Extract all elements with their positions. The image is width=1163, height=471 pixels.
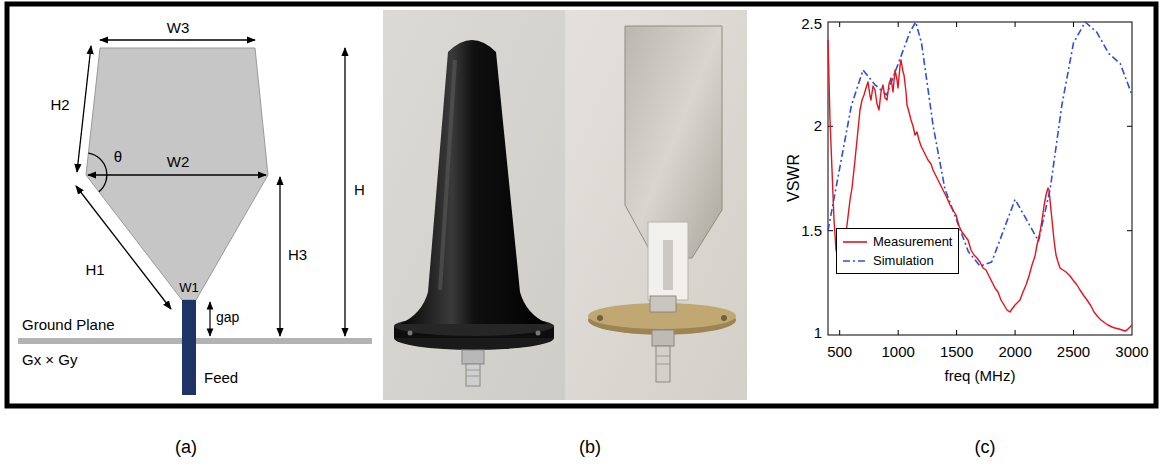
tick-label: 2 [814,118,822,135]
tick-label: 1.5 [801,222,822,239]
part-label: Feed [204,370,238,387]
dimension-label: H [354,182,365,199]
vswr-chart [828,22,1132,335]
part-label: Ground Plane [22,317,115,334]
legend-sample [841,255,869,267]
figure-frame [7,4,1156,406]
legend-entry: Measurement [841,232,952,251]
dimension-label: H1 [85,262,104,279]
tick-label: 1500 [940,344,973,361]
axis-title: freq (MHz) [945,368,1016,385]
dimension-label: gap [216,310,239,325]
tick-label: 1000 [882,344,915,361]
panel-caption: (c) [975,438,996,458]
dimension-label: W3 [167,20,190,37]
legend-entry: Simulation [841,251,952,270]
dimension-label: W1 [179,281,199,295]
antenna-photo [383,10,747,400]
dimension-label: H3 [288,247,307,264]
tick-label: 2000 [998,344,1031,361]
legend-text: Simulation [873,253,934,268]
tick-label: 1 [814,325,822,342]
legend-text: Measurement [873,234,952,249]
panel-caption: (a) [175,438,197,458]
tick-label: 3000 [1115,344,1148,361]
tick-label: 2500 [1057,344,1090,361]
chart-legend: MeasurementSimulation [836,228,959,274]
dimension-label: Gx × Gy [22,352,77,369]
panel-caption: (b) [579,438,601,458]
legend-sample [841,236,869,248]
tick-label: 2.5 [801,16,822,33]
dimension-label: W2 [167,154,190,171]
antenna-schematic [18,40,372,395]
angle-label: θ [114,149,122,166]
dimension-label: H2 [50,97,69,114]
axis-title: VSWR [785,154,803,202]
tick-label: 500 [827,344,852,361]
